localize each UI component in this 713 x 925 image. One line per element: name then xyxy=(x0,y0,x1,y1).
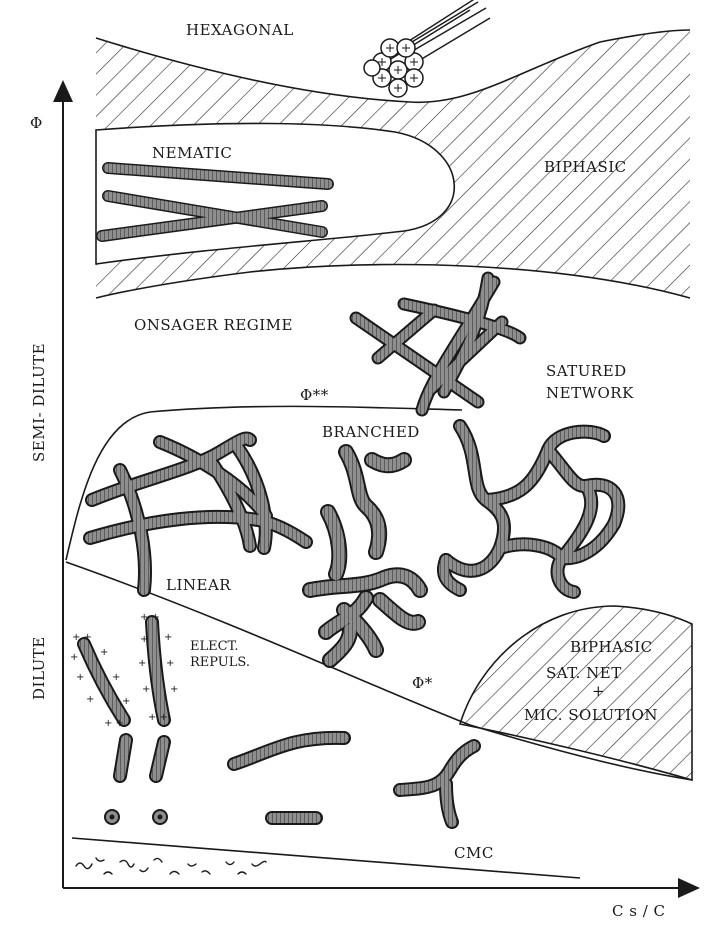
label-network: NETWORK xyxy=(546,384,634,402)
region-labels: HEXAGONAL NEMATIC BIPHASIC ONSAGER REGIM… xyxy=(134,21,658,862)
svg-text:+: + xyxy=(86,694,94,705)
label-satured: SATURED xyxy=(546,362,627,380)
svg-text:+: + xyxy=(140,634,148,645)
charged-rods: + +++ +++ ++ + + +++ +++ ++ + xyxy=(70,612,178,729)
y-axis-symbol: Φ xyxy=(30,114,43,132)
onsager-rods xyxy=(349,271,527,417)
svg-text:+: + xyxy=(76,672,84,683)
svg-text:+ +: + + xyxy=(148,712,168,723)
label-hexagonal: HEXAGONAL xyxy=(186,21,294,39)
svg-text:+: + xyxy=(170,684,178,695)
svg-text:+: + xyxy=(138,658,146,669)
svg-text:+: + xyxy=(166,658,174,669)
label-repuls: REPULS. xyxy=(190,655,250,670)
label-biphasic-top: BIPHASIC xyxy=(544,158,627,176)
svg-text:+: + xyxy=(164,632,172,643)
label-mic-solution: MIC. SOLUTION xyxy=(524,706,658,724)
svg-text:+ +: + + xyxy=(104,718,124,729)
label-sat-net: SAT. NET xyxy=(546,664,622,682)
svg-text:+: + xyxy=(112,672,120,683)
biphasic-region-bottom xyxy=(458,605,693,782)
y-regime-dilute: DILUTE xyxy=(30,636,48,700)
label-biphasic-bottom: BIPHASIC xyxy=(570,638,653,656)
label-phi-double-star: Φ** xyxy=(300,386,329,404)
biphasic-top-hatch xyxy=(96,30,690,298)
svg-text:+ +: + + xyxy=(140,612,160,623)
cmc-boundary xyxy=(71,837,581,879)
label-onsager: ONSAGER REGIME xyxy=(134,316,293,334)
label-cmc: CMC xyxy=(454,844,494,862)
label-plus: + xyxy=(592,682,605,700)
x-axis-label: C s / C xyxy=(612,902,666,920)
biphasic-lower-boundary xyxy=(95,263,691,299)
spherical-micelles xyxy=(104,809,168,825)
hexagonal-bundle xyxy=(363,0,491,98)
label-elect: ELECT. xyxy=(190,639,238,654)
svg-text:+: + xyxy=(70,652,78,663)
hexagonal-boundary xyxy=(95,29,691,104)
svg-text:+: + xyxy=(142,684,150,695)
label-nematic: NEMATIC xyxy=(152,144,232,162)
saturated-network xyxy=(436,419,626,599)
label-linear: LINEAR xyxy=(166,576,231,594)
surfactant-monomers xyxy=(75,857,267,875)
svg-text:+: + xyxy=(122,696,130,707)
branched-micelles xyxy=(302,444,428,668)
svg-text:+ +: + + xyxy=(72,632,92,643)
phi-double-star-boundary xyxy=(65,405,463,561)
label-phi-star: Φ* xyxy=(412,674,433,692)
linear-network xyxy=(83,431,313,597)
y-regime-semi-dilute: SEMI- DILUTE xyxy=(30,343,48,462)
nematic-rods xyxy=(96,162,334,242)
phi-star-boundary xyxy=(65,561,693,781)
dilute-micelles xyxy=(104,730,481,829)
axes: Φ C s / C SEMI- DILUTE DILUTE xyxy=(30,80,700,920)
label-branched: BRANCHED xyxy=(322,423,420,441)
svg-text:+: + xyxy=(100,647,108,658)
